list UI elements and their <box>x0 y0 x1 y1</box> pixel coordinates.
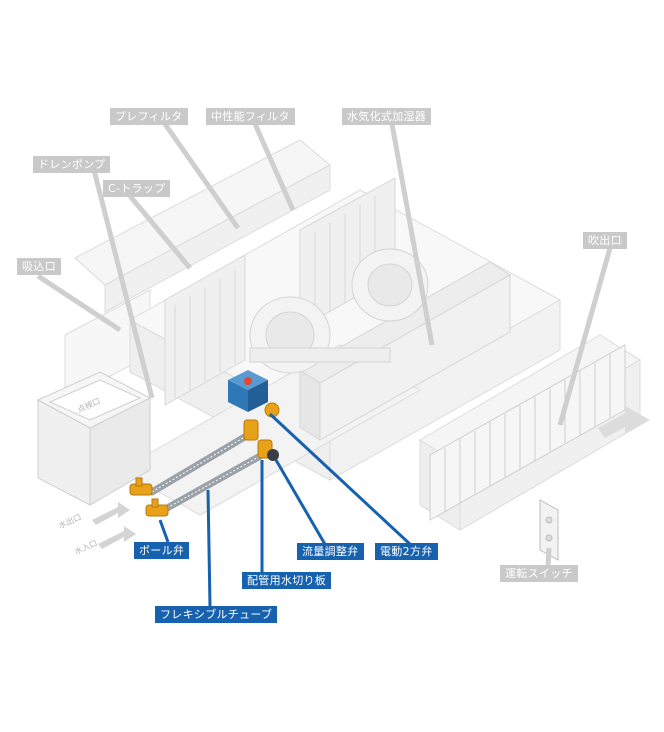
label-flex-tube: フレキシブルチューブ <box>155 606 278 623</box>
label-intake: 吸込口 <box>17 258 61 275</box>
gray-callout-lines <box>36 122 613 566</box>
label-prefilter: プレフィルタ <box>110 108 188 125</box>
label-flow-valve: 流量調整弁 <box>297 543 364 560</box>
flow-valve-knob <box>267 449 279 461</box>
motor-valve <box>228 370 268 412</box>
flexible-tubes-rib <box>151 434 263 513</box>
ball-valves <box>129 477 169 517</box>
outlet-arrow <box>598 406 650 438</box>
label-drain-pump: ドレンポンプ <box>33 156 111 173</box>
water-arrows <box>92 502 136 549</box>
blue-callout-lines <box>158 412 414 607</box>
filter-racks <box>164 177 396 406</box>
inspection-box <box>36 371 152 506</box>
label-ball-valve: ボール弁 <box>134 542 190 559</box>
label-motor-valve: 電動2方弁 <box>375 543 438 560</box>
label-humidifier: 水気化式加湿器 <box>342 108 432 125</box>
label-outlet: 吹出口 <box>583 232 627 249</box>
unit-casing <box>64 139 641 531</box>
fan-assembly <box>249 248 429 374</box>
outlet-grille <box>429 344 626 521</box>
label-c-trap: C-トラップ <box>103 180 171 197</box>
run-switch <box>539 499 559 561</box>
label-pipe-splash: 配管用水切り板 <box>242 572 332 589</box>
label-run-switch: 運転スイッチ <box>500 565 578 582</box>
label-medium-filter: 中性能フィルタ <box>206 108 295 125</box>
